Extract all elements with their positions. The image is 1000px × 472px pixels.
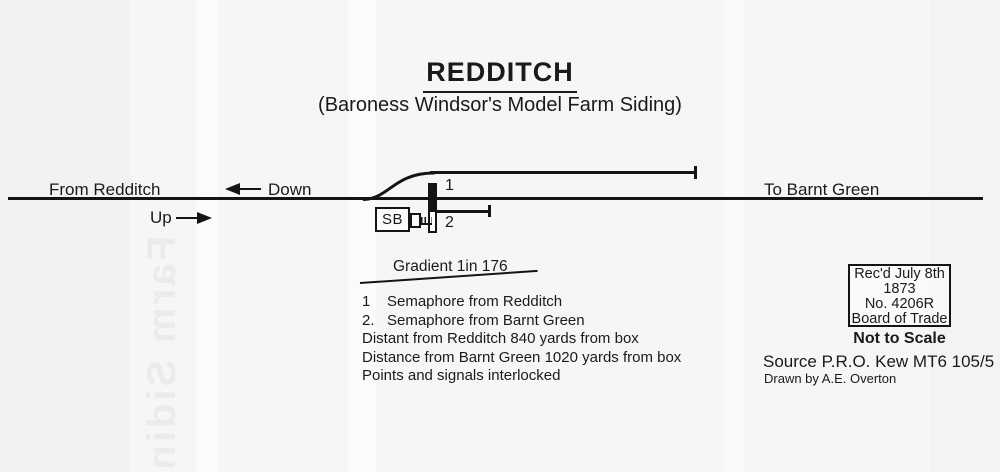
drawn-by-credit: Drawn by A.E. Overton	[764, 371, 897, 386]
signal-box: SB	[375, 207, 410, 232]
lever-comb-icon	[421, 217, 432, 225]
arrow-right-icon	[197, 212, 212, 224]
note-line: Distant from Redditch 840 yards from box	[362, 330, 639, 348]
not-to-scale-note: Not to Scale	[853, 330, 946, 347]
up-label: Up	[150, 208, 172, 227]
source-credit: Source P.R.O. Kew MT6 105/5	[763, 352, 995, 371]
to-barnt-green-label: To Barnt Green	[764, 180, 880, 199]
spur-end-tick	[488, 205, 491, 217]
note-line: Points and signals interlocked	[362, 367, 561, 385]
main-track-line	[8, 197, 983, 200]
semaphore-signal-1	[428, 183, 437, 210]
note-text: Semaphore from Barnt Green	[387, 311, 585, 329]
signal-box-label: SB	[381, 211, 403, 228]
note-line: Distance from Barnt Green 1020 yards fro…	[362, 348, 682, 366]
page-subtitle: (Baroness Windsor's Model Farm Siding)	[318, 94, 682, 116]
note-text: Semaphore from Redditch	[387, 293, 563, 310]
up-direction-arrow-icon	[176, 212, 212, 224]
note-number: 1	[362, 293, 371, 310]
notes-block: 1 Semaphore from Redditch 2. Semaphore f…	[362, 293, 681, 386]
signal-2-number: 2	[445, 214, 454, 231]
stamp-line: Rec'd July 8th	[854, 266, 945, 282]
note-signal-2: 2. Semaphore from Barnt Green	[362, 312, 681, 331]
signal-1-number: 1	[445, 177, 454, 194]
down-direction-arrow-icon	[225, 183, 261, 195]
down-label: Down	[268, 180, 312, 199]
from-redditch-label: From Redditch	[49, 180, 161, 199]
turnout-curve	[362, 171, 436, 201]
board-of-trade-stamp-box: Rec'd July 8th 1873 No. 4206R Board of T…	[848, 264, 951, 327]
arrow-shaft	[176, 216, 201, 219]
siding-track-line	[430, 171, 696, 174]
siding-end-tick	[694, 166, 697, 179]
arrow-shaft	[236, 187, 261, 190]
page-title: REDDITCH	[423, 57, 577, 93]
note-number: 2.	[362, 311, 375, 329]
spur-line	[437, 210, 490, 213]
arrow-left-icon	[225, 183, 240, 195]
lever-frame-icon	[410, 213, 421, 228]
bleed-through-ghost-text: Farm Siding	[140, 236, 184, 472]
gradient-label: Gradient 1in 176	[393, 258, 508, 275]
note-signal-1: 1 Semaphore from Redditch	[362, 293, 681, 312]
stamp-line: No. 4206R	[864, 296, 935, 313]
stamp-line: Board of Trade	[851, 311, 948, 328]
stamp-line: 1873	[883, 281, 916, 298]
